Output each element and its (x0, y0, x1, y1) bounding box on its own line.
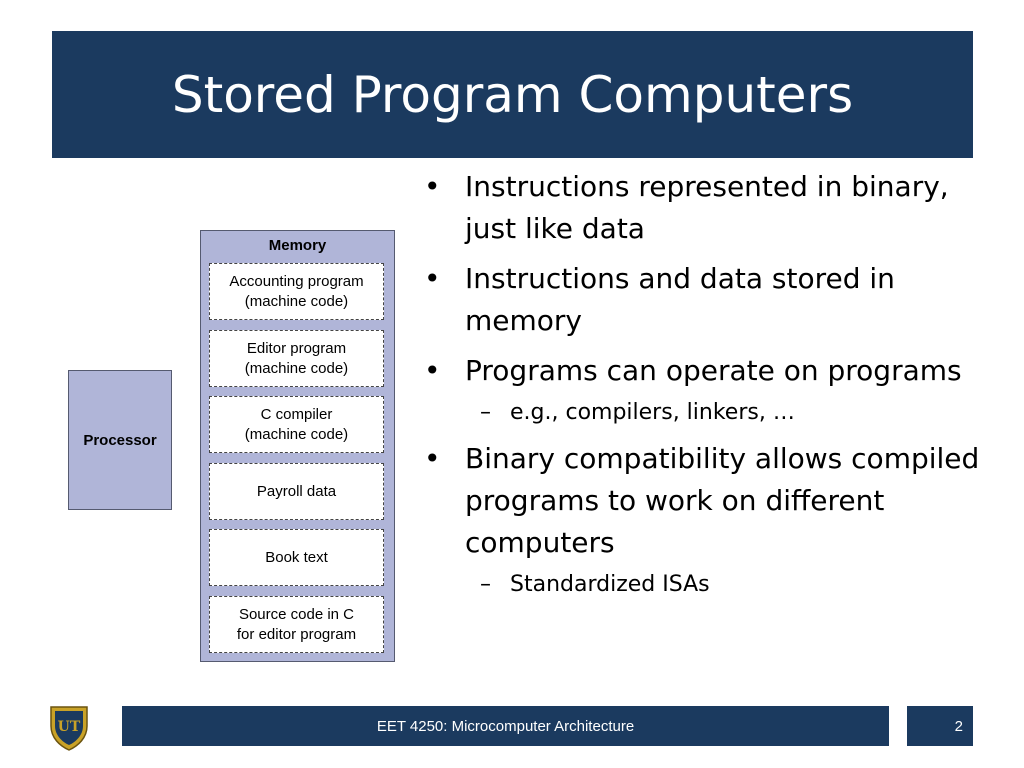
memory-box: Memory Accounting program (machine code)… (200, 230, 395, 662)
bullet-text: Programs can operate on programs (465, 354, 962, 387)
bullet-text: Instructions represented in binary, just… (465, 170, 949, 245)
bullet-mark: • (424, 262, 441, 295)
bullet-list: • Instructions represented in binary, ju… (420, 166, 1000, 610)
memory-block-payroll: Payroll data (209, 463, 384, 520)
processor-label: Processor (83, 431, 157, 449)
bullet-item: • Instructions and data stored in memory (420, 258, 1000, 342)
logo-text: UT (58, 719, 81, 735)
sub-bullet-mark: – (480, 572, 491, 597)
memory-block-compiler: C compiler (machine code) (209, 396, 384, 453)
page-number: 2 (954, 717, 963, 735)
page-number-box: 2 (907, 706, 973, 746)
processor-box: Processor (68, 370, 172, 510)
bullet-text: Instructions and data stored in memory (465, 262, 895, 337)
bullet-mark: • (424, 442, 441, 475)
slide-title: Stored Program Computers (171, 65, 854, 124)
sub-bullet-item: – Standardized ISAs (420, 568, 1000, 602)
bullet-mark: • (424, 354, 441, 387)
university-shield-logo-icon: UT (50, 706, 88, 751)
memory-block-source: Source code in C for editor program (209, 596, 384, 653)
memory-block-editor: Editor program (machine code) (209, 330, 384, 387)
memory-block-book: Book text (209, 529, 384, 586)
bullet-mark: • (424, 170, 441, 203)
bullet-item: • Binary compatibility allows compiled p… (420, 438, 1000, 564)
sub-bullet-item: – e.g., compilers, linkers, … (420, 396, 1000, 430)
bullet-text: Binary compatibility allows compiled pro… (465, 442, 980, 559)
bullet-item: • Instructions represented in binary, ju… (420, 166, 1000, 250)
bullet-item: • Programs can operate on programs (420, 350, 1000, 392)
memory-block-accounting: Accounting program (machine code) (209, 263, 384, 320)
sub-bullet-text: Standardized ISAs (510, 572, 710, 597)
memory-label: Memory (268, 237, 327, 254)
footer-bar: EET 4250: Microcomputer Architecture (122, 706, 889, 746)
title-bar: Stored Program Computers (52, 31, 973, 158)
course-title: EET 4250: Microcomputer Architecture (376, 717, 635, 735)
sub-bullet-mark: – (480, 400, 491, 425)
sub-bullet-text: e.g., compilers, linkers, … (510, 400, 795, 425)
